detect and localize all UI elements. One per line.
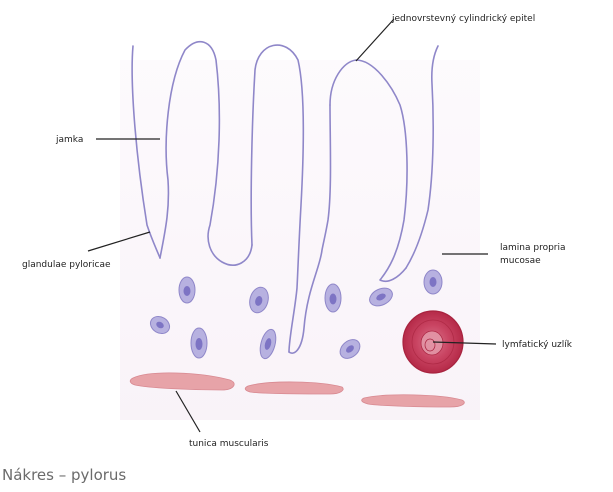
- leader-line-epitel: [356, 19, 394, 61]
- figure-caption: Nákres – pylorus: [2, 466, 126, 484]
- label-lamina-propria: lamina propria: [500, 243, 566, 253]
- stroma-cell: [191, 328, 207, 358]
- pylorus-drawing: jednovrstevný cylindrický epitel jamka g…: [0, 0, 613, 462]
- label-glandulae: glandulae pyloricae: [22, 260, 111, 270]
- stroma-cell: [424, 270, 442, 294]
- label-epitel: jednovrstevný cylindrický epitel: [391, 14, 535, 24]
- label-uzlik: lymfatický uzlík: [502, 340, 573, 350]
- label-jamka: jamka: [55, 135, 83, 145]
- stroma-cell: [179, 277, 195, 303]
- label-tunica: tunica muscularis: [189, 439, 269, 449]
- stroma-cell: [325, 284, 341, 312]
- label-lamina-mucosae: mucosae: [500, 256, 541, 266]
